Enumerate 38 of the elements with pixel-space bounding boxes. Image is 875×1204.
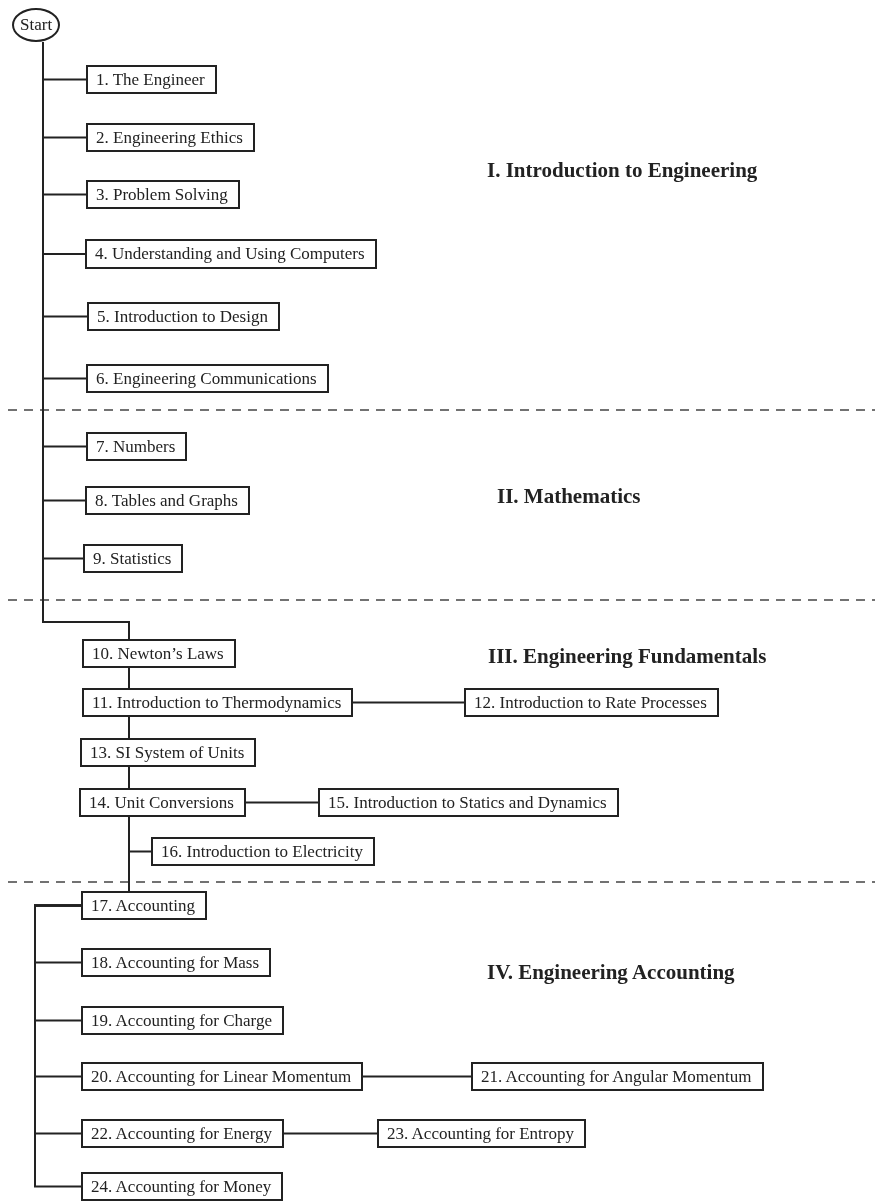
- chapter-box: 17. Accounting: [81, 891, 207, 920]
- chapter-box: 10. Newton’s Laws: [82, 639, 236, 668]
- chapter-box: 19. Accounting for Charge: [81, 1006, 284, 1035]
- chapter-box: 24. Accounting for Money: [81, 1172, 284, 1201]
- chapter-box: 14. Unit Conversions: [79, 788, 246, 817]
- connector-line: [362, 1075, 472, 1078]
- connector-line: [128, 816, 130, 892]
- connector-line: [352, 701, 465, 704]
- connector-line: [128, 766, 130, 789]
- chapter-box: 13. SI System of Units: [80, 738, 257, 767]
- chapter-box: 5. Introduction to Design: [87, 302, 280, 331]
- connector-line: [128, 716, 130, 739]
- section-title: III. Engineering Fundamentals: [488, 644, 767, 669]
- chapter-box: 20. Accounting for Linear Momentum: [81, 1062, 364, 1091]
- chapter-box: 6. Engineering Communications: [86, 364, 329, 393]
- chapter-box: 23. Accounting for Entropy: [377, 1119, 586, 1148]
- chapter-box: 11. Introduction to Thermodynamics: [82, 688, 354, 717]
- connector-line: [245, 801, 319, 804]
- chapter-box: 3. Problem Solving: [86, 180, 240, 209]
- chapter-box: 7. Numbers: [86, 432, 188, 461]
- section-title: I. Introduction to Engineering: [487, 158, 758, 183]
- start-oval: Start: [12, 8, 61, 42]
- chapter-box: 15. Introduction to Statics and Dynamics: [318, 788, 619, 817]
- connector-line: [34, 904, 82, 1188]
- chapter-box: 9. Statistics: [83, 544, 184, 573]
- chapter-box: 1. The Engineer: [86, 65, 217, 94]
- connector-line: [128, 667, 130, 689]
- section-title: IV. Engineering Accounting: [487, 960, 735, 985]
- chapter-box: 8. Tables and Graphs: [85, 486, 250, 515]
- chapter-box: 21. Accounting for Angular Momentum: [471, 1062, 764, 1091]
- chapter-box: 22. Accounting for Energy: [81, 1119, 284, 1148]
- chapter-box: 2. Engineering Ethics: [86, 123, 255, 152]
- chapter-box: 16. Introduction to Electricity: [151, 837, 376, 866]
- chapter-box: 4. Understanding and Using Computers: [85, 239, 377, 269]
- connector-line: [283, 1132, 378, 1135]
- section-title: II. Mathematics: [497, 484, 641, 509]
- chapter-box: 12. Introduction to Rate Processes: [464, 688, 719, 717]
- chapter-box: 18. Accounting for Mass: [81, 948, 272, 977]
